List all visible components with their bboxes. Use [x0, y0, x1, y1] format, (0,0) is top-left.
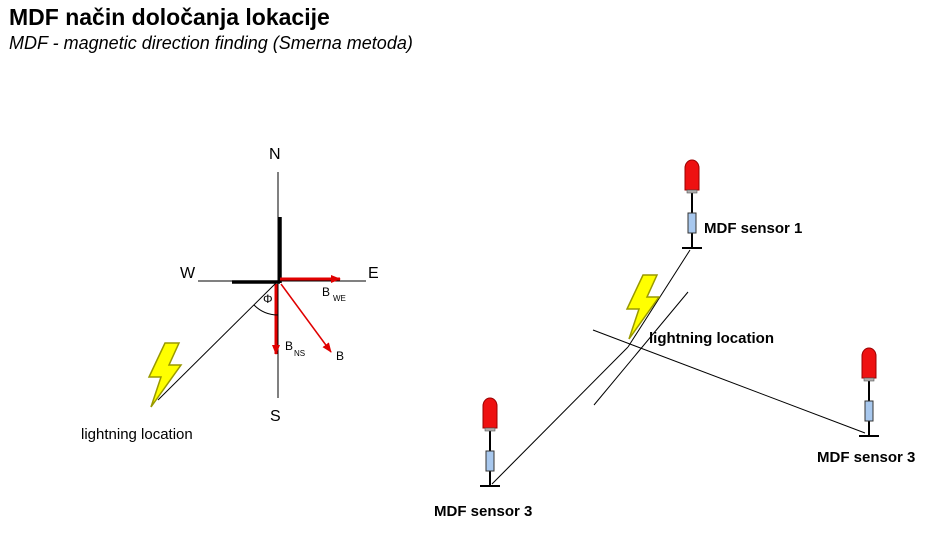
page-title: MDF način določanja lokacije — [9, 4, 330, 30]
mdf-sensor-left — [479, 397, 501, 487]
b-ns-label: B — [285, 339, 293, 353]
page-subtitle: MDF - magnetic direction finding (Smerna… — [9, 33, 413, 53]
b-we-label: B — [322, 285, 330, 299]
direction-line — [157, 280, 279, 401]
b-label: B — [336, 349, 344, 363]
compass-diagram: N S W E Φ B WE B NS B lightning location — [81, 146, 379, 443]
compass-east-label: E — [368, 265, 379, 282]
b-vector — [280, 283, 332, 353]
sensor-right-label: MDF sensor 3 — [817, 449, 915, 466]
angle-arc — [253, 304, 279, 316]
b-ns-subscript: NS — [294, 349, 305, 358]
lightning-bolt-icon — [148, 342, 182, 408]
b-we-subscript: WE — [333, 294, 346, 303]
network-lightning-label: lightning location — [649, 330, 774, 347]
compass-lightning-label: lightning location — [81, 426, 193, 443]
compass-north-label: N — [269, 146, 281, 163]
sensor-network-diagram: MDF sensor 1 MDF sensor 3 MDF sensor 3 l… — [434, 159, 915, 520]
sensor-left-label: MDF sensor 3 — [434, 503, 532, 520]
mdf-sensor-right — [858, 347, 880, 437]
mdf-sensor-1 — [681, 159, 703, 249]
compass-west-label: W — [180, 265, 196, 282]
sensor-1-label: MDF sensor 1 — [704, 220, 802, 237]
angle-phi-label: Φ — [263, 292, 273, 306]
compass-south-label: S — [270, 408, 281, 425]
